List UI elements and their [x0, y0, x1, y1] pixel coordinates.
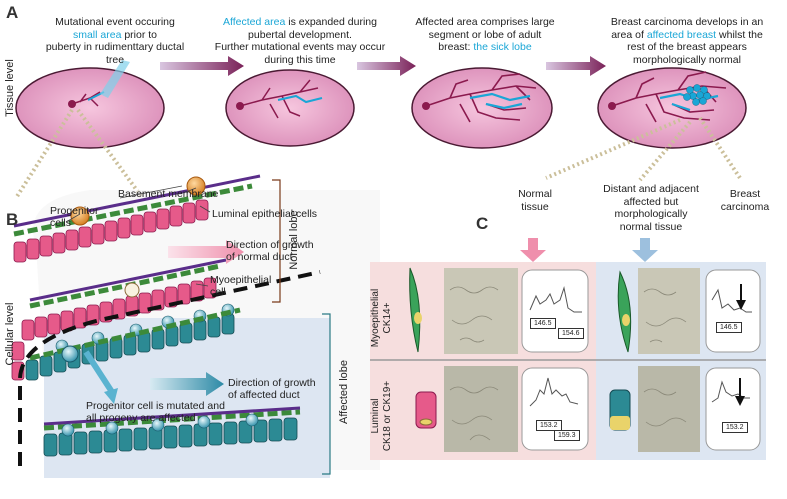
r2-affected-peak: 153.2 [722, 422, 748, 433]
row1-label: Myoepithelial CK14+ [370, 280, 394, 356]
c-micrographs [444, 268, 700, 452]
caption-1-mid: prior to [124, 28, 158, 41]
normal-lobe-label: Normal lobe [288, 210, 300, 270]
direction-normal-line2: of normal duct [226, 251, 293, 263]
distant-line4: normal tissue [619, 220, 683, 233]
affected-duct-lower [43, 345, 301, 457]
c-myo-cell-affected [617, 270, 632, 353]
caption-4-line4: morphologically normal [633, 53, 741, 66]
lobe-4 [597, 67, 747, 149]
normal-tissue-line1: Normal [518, 188, 552, 200]
caption-2-rest2: pubertal development. [248, 28, 352, 41]
r1-affected-peak: 146.5 [716, 322, 742, 333]
r1-normal-peak-b: 154.6 [558, 328, 584, 339]
caption-2-highlight: Affected area [223, 16, 286, 28]
caption-3-line1: Affected area comprises large [415, 16, 555, 28]
caption-4-line2-post: whilst the [719, 28, 763, 41]
progenitor-label: Progenitor [50, 205, 99, 217]
row2-label-line2: CK18 or CK19+ [382, 380, 393, 452]
label-leaders [65, 185, 211, 287]
distant-line1: Distant and adjacent [603, 183, 699, 195]
distant-line2: affected but [623, 195, 679, 208]
caption-1: Mutational event occuring small area pri… [40, 16, 190, 66]
caption-3-line2: segment or lobe of adult [428, 28, 542, 41]
basement-membrane-label: Basement membrane [118, 188, 219, 200]
lobe-2 [225, 69, 355, 147]
breast-carcinoma-line1: Breast [729, 188, 761, 200]
distant-line3: morphologically [614, 208, 688, 220]
caption-4-line1: Breast carcinoma develops in an [610, 16, 764, 28]
affected-lobe-bracket [322, 313, 331, 475]
tissue-level-label: Tissue level [4, 59, 16, 117]
caption-2-rest4: during this time [264, 53, 336, 66]
myoepithelial-cell-label: cell [210, 286, 226, 298]
r1-normal-peak-a: 146.5 [530, 318, 556, 329]
caption-4-highlight: affected breast [646, 28, 717, 41]
row2-label-line1: Luminal [370, 398, 381, 434]
c-luminal-cell-normal [415, 391, 437, 429]
normal-growth-arrow [168, 240, 244, 264]
row2-label: Luminal CK18 or CK19+ [370, 372, 394, 460]
c-normal-arrow [520, 238, 546, 262]
caption-3-line3: breast: [438, 41, 471, 53]
progenitor-cells-label: cells [50, 217, 72, 229]
c-myo-cell-normal [409, 267, 421, 353]
normal-duct [13, 174, 261, 263]
caption-4-line3: rest of the breast appears [627, 41, 747, 53]
mutation-arrow [83, 350, 115, 394]
direction-affected-line1: Direction of growth [228, 377, 316, 389]
breast-carcinoma-line2: carcinoma [720, 200, 770, 213]
myoepithelial-label: Myoepithelial [210, 274, 272, 286]
panel-b-label: B [6, 210, 19, 229]
caption-2-rest3: Further mutational events may occur [214, 41, 386, 53]
caption-2-rest1: is expanded during [288, 16, 377, 28]
caption-4-line2-pre: area of [611, 28, 644, 41]
caption-3: Affected area comprises large segment or… [400, 16, 570, 54]
distant-tissue-label: Distant and adjacent affected but morpho… [586, 183, 716, 233]
lobe-1 [15, 60, 165, 149]
caption-4: Breast carcinoma develops in an area of … [592, 16, 782, 66]
lobe-3 [411, 67, 553, 149]
mutated-line1: Progenitor cell is mutated and [86, 400, 225, 412]
caption-1-highlight: small area [72, 28, 122, 41]
direction-affected-line2: of affected duct [228, 389, 300, 401]
panel-c-label: C [476, 214, 489, 233]
caption-1-pre: Mutational event occuring [55, 16, 175, 28]
c-affected-arrow [632, 238, 658, 262]
cellular-level-label: Cellular level [4, 302, 16, 366]
mutated-line2: all progeny are affected [86, 412, 196, 424]
caption-2: Affected area is expanded during puberta… [205, 16, 395, 66]
direction-normal-line1: Direction of growth [226, 239, 314, 251]
row1-label-line1: Myoepithelial [370, 288, 381, 348]
normal-duct-lower [11, 258, 227, 381]
luminal-epithelial-label: Luminal epithelial cells [212, 208, 318, 220]
progression-arrows [160, 56, 606, 76]
normal-tissue-line2: tissue [521, 200, 549, 213]
normal-tissue-label: Normal tissue [500, 188, 570, 213]
caption-1-post: puberty in rudimenttary ductal tree [45, 41, 185, 66]
affected-growth-arrow [150, 372, 224, 396]
r2-normal-peak-b: 159.3 [554, 430, 580, 441]
normal-lobe-bracket [272, 179, 281, 303]
r2-normal-peak-a: 153.2 [536, 420, 562, 431]
row1-label-line2: CK14+ [382, 302, 393, 334]
caption-3-highlight: the sick lobe [473, 41, 532, 53]
panel-a-label: A [6, 3, 19, 22]
lobe-boundary [18, 270, 321, 466]
lead-lines [14, 108, 742, 202]
affected-lobe-label: Affected lobe [338, 360, 350, 425]
breast-carcinoma-label: Breast carcinoma [712, 188, 778, 213]
